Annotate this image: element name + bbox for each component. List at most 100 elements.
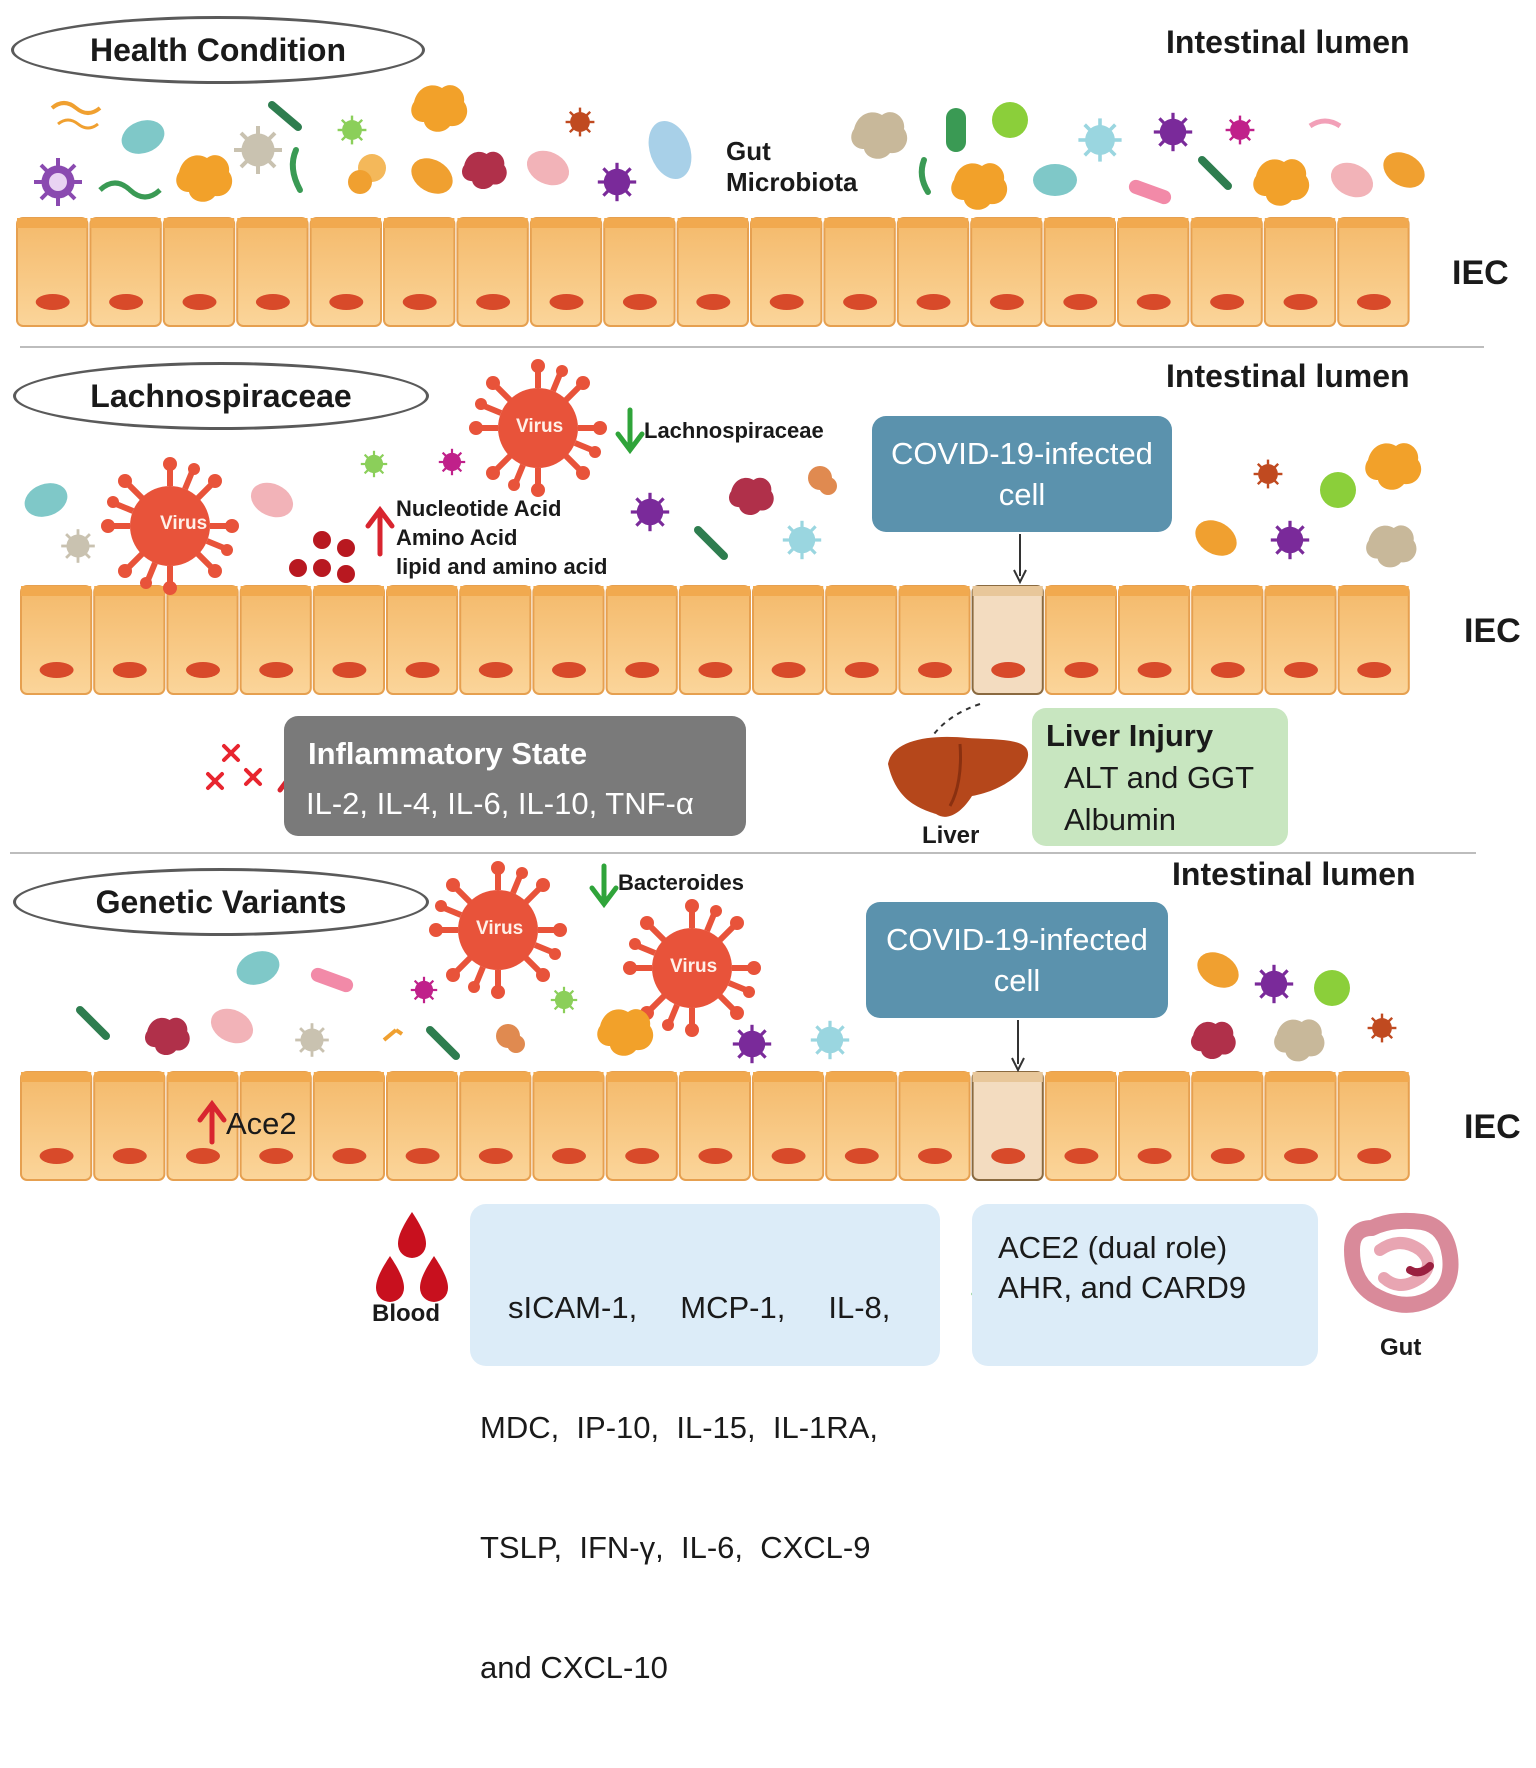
bacteria-icon [308, 965, 356, 995]
bacteria-icon [1365, 443, 1422, 490]
nucleus [1137, 662, 1172, 678]
epithelial-cell [1118, 1071, 1191, 1181]
epithelial-cell [970, 217, 1043, 327]
nucleus [109, 294, 144, 310]
metabolite-item: Amino Acid [396, 525, 518, 550]
panel-title-genetic: Genetic Variants [13, 868, 429, 936]
nucleus [1357, 662, 1392, 678]
lumen-label: Intestinal lumen [1172, 856, 1416, 892]
infected-epithelial-cell [971, 1071, 1044, 1181]
epithelial-cell [676, 217, 749, 327]
epithelial-cell [678, 585, 751, 695]
virus-label: Virus [670, 956, 718, 977]
epithelial-cell [93, 585, 166, 695]
nucleus [255, 294, 290, 310]
intestine-icon [1343, 1212, 1459, 1313]
nucleus [918, 1148, 952, 1164]
panel-title-text: Lachnospiraceae [90, 377, 352, 414]
gut-microbiota-label: Gut Microbiota [726, 136, 857, 198]
nucleus [916, 294, 951, 310]
covid-infected-cell-box: COVID-19-infected cell [866, 902, 1168, 1018]
nucleus [332, 662, 367, 678]
nucleus [39, 662, 74, 678]
nucleus [552, 1148, 586, 1164]
epithelial-cell [312, 1071, 385, 1181]
bacteria-icon [231, 945, 285, 991]
liver-up-items: ALT and GGT [1064, 760, 1255, 795]
nucleus [1063, 294, 1098, 310]
inflammatory-state-box: Inflammatory State IL-2, IL-4, IL-6, IL-… [284, 716, 746, 836]
bacteria-icon [521, 144, 575, 192]
virus-label: Virus [160, 513, 208, 534]
bacteria-icon [1366, 525, 1417, 568]
nucleus [1210, 662, 1245, 678]
epithelial-cell [456, 217, 529, 327]
nucleus [182, 294, 217, 310]
nucleus [771, 1148, 806, 1164]
blood-marker-line: TSLP, IFN-γ, IL-6, CXCL-9 [480, 1530, 871, 1565]
bacteria-icon [1253, 963, 1295, 1005]
epithelial-cell [529, 217, 603, 327]
bacteria-icon [359, 449, 389, 479]
nucleus [1137, 1148, 1172, 1164]
bacteria-icon [144, 1017, 190, 1056]
blood-markers-box: sICAM-1, MCP-1, IL-8, MDC, IP-10, IL-15,… [470, 1204, 940, 1685]
nucleus [186, 662, 220, 678]
nucleus [549, 294, 584, 310]
epithelial-cell [312, 585, 385, 695]
liver-injury-box: Liver Injury ALT and GGT Albumin [1032, 708, 1288, 846]
nucleus [844, 662, 879, 678]
epithelial-cell [825, 585, 898, 695]
liver-icon [888, 736, 1029, 817]
lumen-label: Intestinal lumen [1166, 358, 1410, 394]
epithelial-cell [1337, 585, 1410, 695]
metabolite-list: Nucleotide Acid Amino Acid lipid and ami… [396, 494, 607, 581]
epithelial-cell [1118, 585, 1191, 695]
bacteria-icon [596, 161, 638, 203]
epithelial-cell [1044, 585, 1118, 695]
epithelium-health [16, 217, 1410, 327]
epithelial-cell [236, 217, 309, 327]
nucleus [476, 294, 511, 310]
nucleus [991, 1148, 1026, 1164]
epithelial-cell [16, 217, 89, 327]
epithelial-cell [898, 585, 971, 695]
bacteria-icon [461, 151, 507, 190]
bacteria-icon [19, 477, 73, 523]
nucleus [1284, 1148, 1318, 1164]
microbiota-label-line: Microbiota [726, 167, 858, 197]
gut-label: Gut [1380, 1334, 1422, 1361]
bacteria-icon [549, 985, 579, 1015]
blood-drop-icon [376, 1212, 448, 1302]
gene-line: ACE2 (dual role) [998, 1230, 1228, 1265]
epithelial-cell [166, 585, 239, 695]
iec-label: IEC [1452, 254, 1509, 292]
panel-title-text: Genetic Variants [95, 883, 347, 920]
bacteroides-decrease-label: Bacteroides [618, 870, 744, 895]
bacteria-icon [1190, 1021, 1236, 1060]
epithelial-cell [898, 1071, 971, 1181]
nucleus [405, 662, 440, 678]
epithelial-cell [20, 1071, 93, 1181]
panel-title-health: Health Condition [11, 16, 425, 84]
bacteria-icon [1274, 1019, 1325, 1062]
nucleus [698, 1148, 733, 1164]
nucleus [843, 294, 878, 310]
epithelial-cell [386, 585, 459, 695]
epithelial-cell [823, 217, 896, 327]
bacteria-icon [293, 1021, 331, 1059]
up-arrow-icon [365, 505, 395, 557]
cross-icon [206, 744, 262, 790]
bacteria-icon [1253, 159, 1310, 206]
nucleus [259, 1148, 294, 1164]
microbes-genetic [76, 945, 1398, 1065]
bacteria-icon [1076, 116, 1124, 164]
bacteria-icon [411, 85, 468, 132]
liver-injury-title: Liver Injury [1046, 718, 1214, 753]
bacteria-icon [992, 102, 1028, 138]
bacteria-icon [728, 477, 774, 516]
infected-epithelial-cell [971, 585, 1044, 695]
blood-marker-line: and CXCL-10 [480, 1650, 668, 1685]
bacteria-icon [629, 491, 671, 533]
virus-label: Virus [516, 416, 564, 437]
